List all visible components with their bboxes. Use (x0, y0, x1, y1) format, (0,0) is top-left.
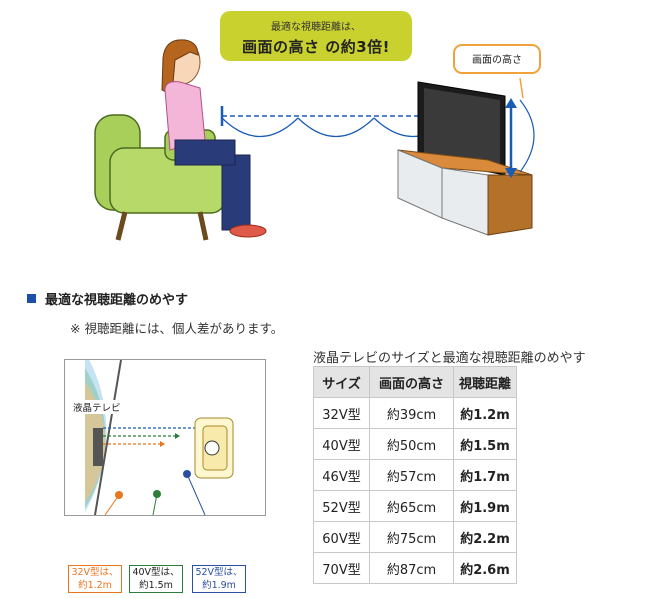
table-header-row: サイズ 画面の高さ 視聴距離 (313, 366, 517, 398)
label-52v-line1: 52V型は、 (195, 567, 243, 578)
viewing-distance-table: サイズ 画面の高さ 視聴距離 32V型 約39cm 約1.2m 40V型 約50… (313, 366, 517, 584)
distance-diagram: 液晶テレビ (64, 359, 266, 516)
height-arrow (505, 77, 535, 178)
callout-line-1: 最適な視聴距離は、 (271, 22, 361, 33)
label-32v-line1: 32V型は、 (71, 567, 119, 578)
person-figure (161, 39, 267, 238)
cell-distance: 約2.6m (453, 552, 517, 584)
sofa-icon (194, 417, 234, 479)
tv-label: 液晶テレビ (73, 400, 121, 414)
label-52v: 52V型は、 約1.9m (192, 565, 246, 593)
table-title: 液晶テレビのサイズと最適な視聴距離のめやす (313, 351, 586, 366)
tv-set (397, 81, 533, 236)
cell-distance: 約1.7m (453, 459, 517, 491)
label-40v: 40V型は、 約1.5m (129, 565, 183, 593)
table-row: 32V型 約39cm 約1.2m (313, 397, 517, 429)
cell-distance: 約1.2m (453, 397, 517, 429)
cell-size: 52V型 (313, 490, 370, 522)
label-40v-line2: 約1.5m (139, 580, 173, 591)
cell-size: 60V型 (313, 521, 370, 553)
cell-size: 32V型 (313, 397, 370, 429)
cell-distance: 約2.2m (453, 521, 517, 553)
table-row: 52V型 約65cm 約1.9m (313, 490, 517, 522)
cell-height: 約87cm (369, 552, 454, 584)
section-note: ※ 視聴距離には、個人差があります。 (70, 321, 284, 336)
callout-line-2: 画面の高さ の約3倍! (241, 38, 390, 56)
optimal-distance-callout: 最適な視聴距離は、 画面の高さ の約3倍! (220, 11, 412, 61)
cell-size: 70V型 (313, 552, 370, 584)
cell-height: 約65cm (369, 490, 454, 522)
cell-distance: 約1.9m (453, 490, 517, 522)
armchair (94, 114, 226, 241)
screen-height-callout: 画面の高さ (453, 44, 541, 74)
cell-height: 約39cm (369, 397, 454, 429)
cell-size: 46V型 (313, 459, 370, 491)
table-row: 40V型 約50cm 約1.5m (313, 428, 517, 460)
cell-distance: 約1.5m (453, 428, 517, 460)
table-row: 46V型 約57cm 約1.7m (313, 459, 517, 491)
label-32v: 32V型は、 約1.2m (68, 565, 122, 593)
section-bullet-icon (27, 294, 36, 303)
header-size: サイズ (313, 366, 370, 398)
distance-diagram-graphic (85, 360, 234, 515)
section-title: 最適な視聴距離のめやす (45, 293, 189, 308)
cell-height: 約57cm (369, 459, 454, 491)
cell-height: 約50cm (369, 428, 454, 460)
header-distance: 視聴距離 (453, 366, 517, 398)
cell-size: 40V型 (313, 428, 370, 460)
header-height: 画面の高さ (369, 366, 454, 398)
table-row: 60V型 約75cm 約2.2m (313, 521, 517, 553)
label-32v-line2: 約1.2m (78, 580, 112, 591)
viewing-illustration (94, 39, 535, 241)
label-52v-line2: 約1.9m (202, 580, 236, 591)
table-row: 70V型 約87cm 約2.6m (313, 552, 517, 584)
label-40v-line1: 40V型は、 (132, 567, 180, 578)
cell-height: 約75cm (369, 521, 454, 553)
